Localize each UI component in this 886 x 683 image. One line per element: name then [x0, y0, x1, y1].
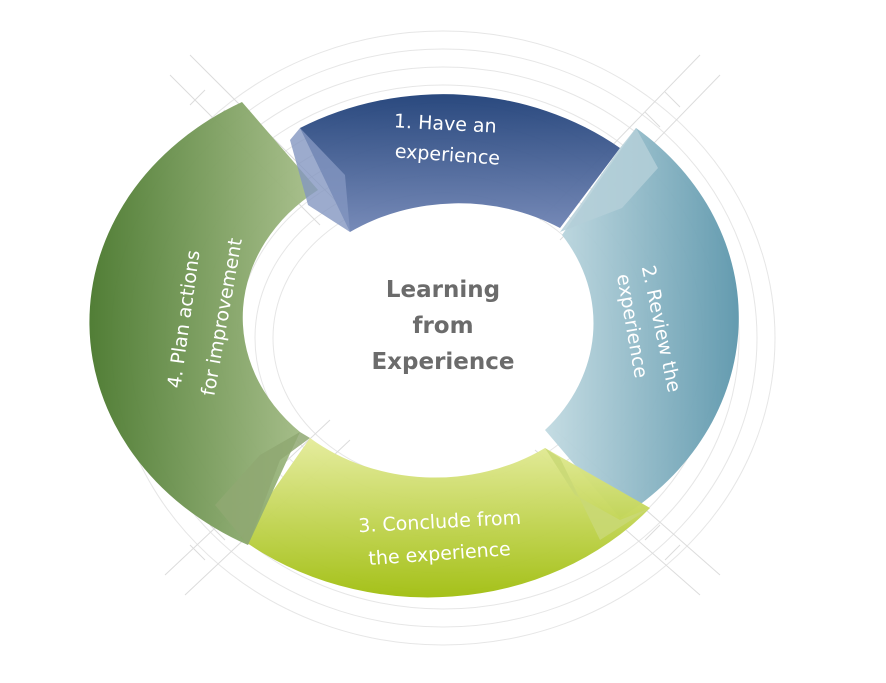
segment-plan-actions	[89, 102, 318, 545]
segment-review-experience	[545, 128, 739, 518]
center-title: Learning from Experience	[343, 272, 543, 380]
background-tick-mark	[209, 524, 226, 541]
background-tick-mark	[664, 91, 681, 108]
center-title-line1: Learning	[385, 277, 501, 303]
segment-have-experience	[300, 94, 620, 232]
segment-overlaps	[215, 128, 658, 545]
label-have-line1: 1. Have an	[393, 110, 497, 137]
background-tick-mark	[189, 89, 206, 106]
segment-conclude-experience	[240, 438, 650, 598]
background-tick-mark	[189, 544, 206, 561]
center-title-line3: Experience	[371, 349, 515, 375]
background-tick-mark	[664, 544, 681, 561]
center-title-line2: from	[412, 313, 474, 339]
background-tick-mark	[644, 111, 661, 128]
background-tick-mark	[644, 524, 661, 541]
